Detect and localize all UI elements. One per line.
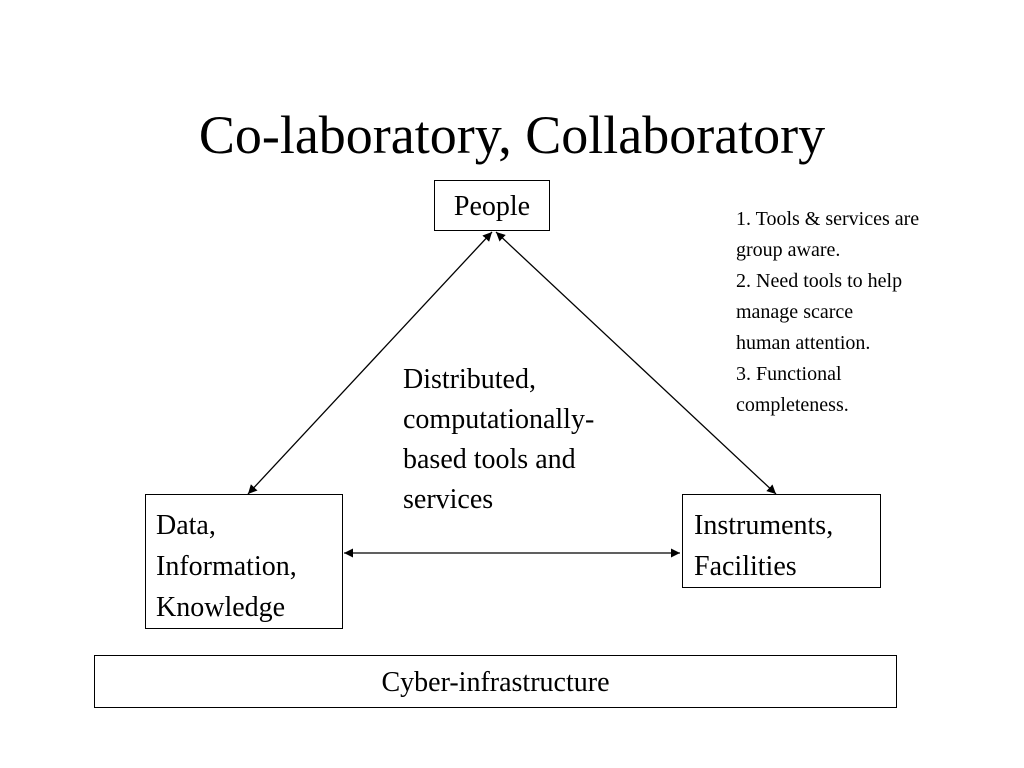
note-line: 2. Need tools to help <box>736 270 903 292</box>
cyber-infrastructure-node: Cyber-infrastructure <box>94 655 897 708</box>
center-line: computationally- <box>403 404 595 435</box>
notes-list: 1. Tools & services are group aware. 2. … <box>736 204 919 421</box>
instruments-label-line: Instruments, <box>694 510 834 541</box>
people-node: People <box>434 180 550 231</box>
center-line: based tools and <box>403 444 576 475</box>
center-description: Distributed, computationally- based tool… <box>403 360 594 520</box>
data-node: Data, Information, Knowledge <box>145 494 343 629</box>
instruments-label-line: Facilities <box>694 551 797 582</box>
note-line: 1. Tools & services are <box>736 208 920 230</box>
slide-title: Co-laboratory, Collaboratory <box>198 105 826 165</box>
data-label-line: Data, <box>156 510 216 541</box>
note-line: 3. Functional <box>736 363 842 385</box>
center-line: services <box>403 484 494 515</box>
center-line: Distributed, <box>403 364 536 395</box>
instruments-node: Instruments, Facilities <box>682 494 881 588</box>
note-line: manage scarce <box>736 301 854 323</box>
arrow-people-data <box>247 231 493 495</box>
cyber-label: Cyber-infrastructure <box>381 667 610 698</box>
data-label-line: Knowledge <box>156 592 286 623</box>
people-label: People <box>453 191 531 222</box>
note-line: human attention. <box>736 332 871 354</box>
note-line: group aware. <box>736 239 841 261</box>
note-line: completeness. <box>736 394 849 416</box>
arrow-people-instruments <box>495 231 777 495</box>
data-label-line: Information, <box>156 551 297 582</box>
